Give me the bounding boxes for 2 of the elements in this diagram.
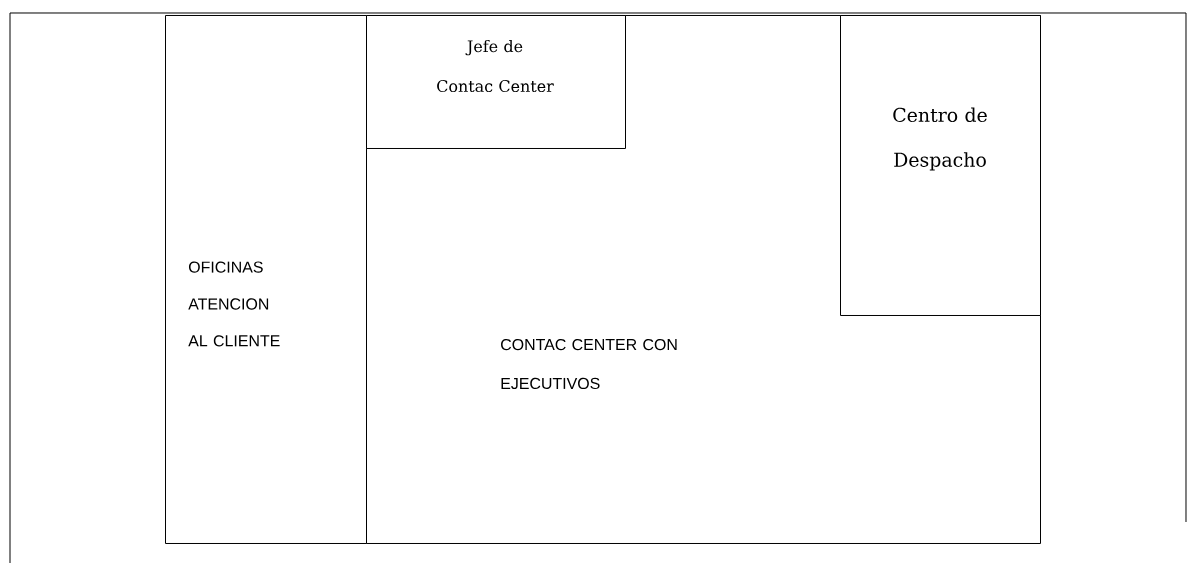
office-room: Jefe de Contac Center — [366, 15, 626, 149]
dispatch-room: Centro de Despacho — [840, 15, 1041, 316]
